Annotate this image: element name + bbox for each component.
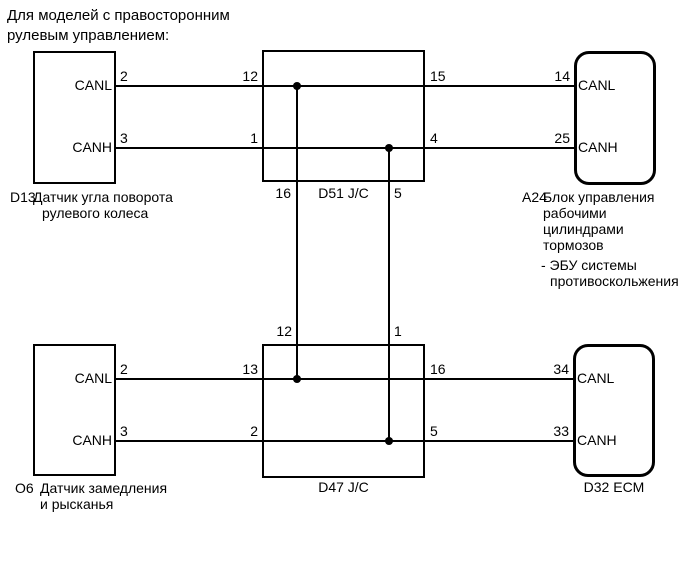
a24-signal-canh: CANH — [578, 139, 618, 155]
o6-pin-canh: 3 — [120, 423, 128, 439]
wire-canh-top — [116, 147, 574, 149]
o6-name-line-2: и рысканья — [40, 496, 114, 512]
d13-pin-canl: 2 — [120, 68, 128, 84]
title-line-2: рулевым управлением: — [7, 27, 170, 44]
title-line-1: Для моделей с правосторонним — [7, 7, 230, 24]
d32-signal-canh: CANH — [577, 432, 617, 448]
a24-pin-canh: 25 — [554, 130, 570, 146]
wire-canh-branch — [388, 148, 390, 442]
junction-dot-canh-top — [385, 144, 393, 152]
d13-signal-canl: CANL — [74, 77, 112, 93]
wire-canh-bottom — [116, 440, 573, 442]
a24-name-line-2: рабочими — [543, 205, 607, 221]
d51-pin-right-canl: 15 — [430, 68, 446, 84]
d47-pin-left-canh: 2 — [250, 423, 258, 439]
d13-pin-canh: 3 — [120, 130, 128, 146]
a24-name-line-1: Блок управления — [543, 189, 655, 205]
d47-pin-top-canh: 1 — [394, 323, 402, 339]
a24-name-line-4: тормозов — [543, 237, 604, 253]
d51-label: D51 J/C — [318, 185, 369, 201]
d13-signal-canh: CANH — [72, 139, 112, 155]
d51-pin-bottom-canl: 16 — [275, 185, 291, 201]
junction-dot-canl-top — [293, 82, 301, 90]
wire-canl-bottom — [116, 378, 573, 380]
a24-note-line-2: противоскольжения — [550, 273, 679, 289]
d32-pin-canl: 34 — [553, 361, 569, 377]
o6-name-line-1: Датчик замедления — [40, 480, 168, 496]
component-box-d51 — [262, 50, 425, 182]
o6-pin-canl: 2 — [120, 361, 128, 377]
d47-pin-right-canh: 5 — [430, 423, 438, 439]
d32-label: D32 ECM — [583, 479, 645, 495]
junction-dot-canh-bottom — [385, 437, 393, 445]
d51-pin-left-canl: 12 — [242, 68, 258, 84]
junction-dot-canl-bottom — [293, 375, 301, 383]
d47-pin-top-canl: 12 — [276, 323, 292, 339]
wire-canl-branch — [296, 86, 298, 380]
component-box-d47 — [262, 344, 425, 478]
d47-label: D47 J/C — [318, 479, 369, 495]
wire-canl-top — [116, 85, 574, 87]
component-box-o6 — [33, 344, 116, 476]
a24-pin-canl: 14 — [554, 68, 570, 84]
d51-pin-bottom-canh: 5 — [394, 185, 402, 201]
diagram-title: Для моделей с правосторонним рулевым упр… — [7, 6, 230, 46]
d32-signal-canl: CANL — [577, 370, 615, 386]
component-box-a24 — [574, 51, 656, 185]
d13-name-line-1: Датчик угла поворота — [33, 189, 173, 205]
d47-pin-right-canl: 16 — [430, 361, 446, 377]
d13-name-line-2: рулевого колеса — [42, 205, 149, 221]
o6-signal-canl: CANL — [74, 370, 112, 386]
o6-signal-canh: CANH — [72, 432, 112, 448]
d32-pin-canh: 33 — [553, 423, 569, 439]
o6-code: O6 — [15, 480, 34, 496]
component-box-d32 — [573, 344, 655, 477]
d47-pin-left-canl: 13 — [242, 361, 258, 377]
a24-code: A24 — [522, 189, 547, 205]
a24-name-line-3: цилиндрами — [543, 221, 624, 237]
d51-pin-right-canh: 4 — [430, 130, 438, 146]
component-box-d13 — [33, 51, 116, 184]
d51-pin-left-canh: 1 — [250, 130, 258, 146]
a24-signal-canl: CANL — [578, 77, 616, 93]
d13-code: D13 — [10, 189, 36, 205]
a24-note-line-1: - ЭБУ системы — [541, 257, 637, 273]
